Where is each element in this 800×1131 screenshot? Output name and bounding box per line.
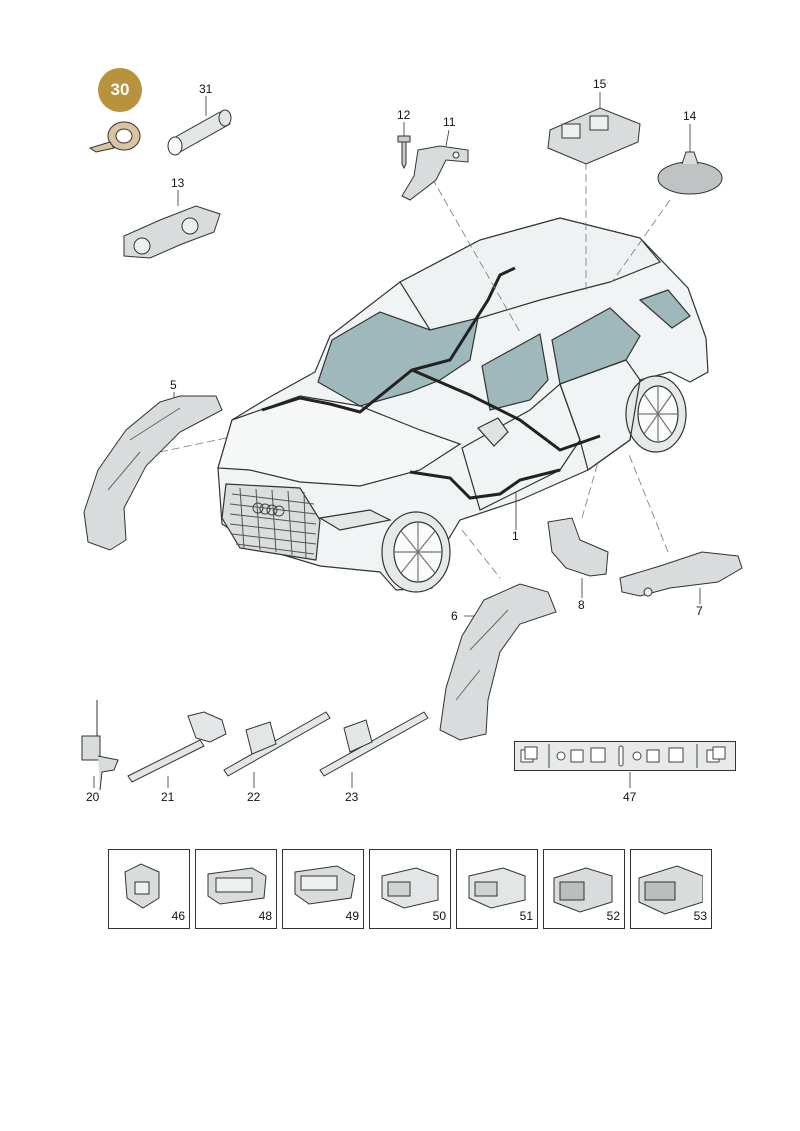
callout-47: 47 (623, 790, 637, 804)
callout-11: 11 (443, 115, 456, 129)
sleeve-tube-part (167, 109, 232, 156)
front-grille (221, 483, 321, 561)
tape-roll-part (88, 121, 141, 153)
connector-46-icon (124, 863, 160, 909)
front-wheel (381, 511, 451, 593)
connector-46: 46 (108, 849, 190, 929)
rear-wheel (625, 375, 687, 453)
connector-52: 52 (543, 849, 625, 929)
side-mirror (477, 417, 509, 447)
car-logo (252, 502, 285, 517)
connector-50-label: 50 (432, 909, 446, 923)
mounting-bracket-part (547, 517, 609, 577)
callout-12: 12 (397, 108, 411, 122)
connector-53-icon (638, 865, 703, 915)
cable-tie-clip-part-2 (319, 711, 429, 777)
connector-48: 48 (195, 849, 277, 929)
callout-15: 15 (593, 77, 607, 91)
callout-13: 13 (171, 176, 185, 190)
callout-1: 1 (512, 529, 519, 543)
side-window-rear (551, 307, 641, 385)
cable-channel-right-part (619, 551, 743, 597)
car-body (217, 217, 709, 591)
windshield (317, 311, 479, 407)
sensor-part (81, 700, 119, 791)
connector-50-icon (381, 867, 439, 909)
cable-channel-left-part (83, 395, 223, 551)
connector-51: 51 (456, 849, 538, 929)
callout-6: 6 (451, 609, 458, 623)
connector-52-icon (553, 867, 613, 913)
cable-tie-part (127, 711, 227, 783)
leader-lines (159, 162, 671, 579)
part-badge-30: 30 (98, 68, 142, 112)
car-illustration (217, 217, 709, 593)
wiring-harness (261, 266, 601, 500)
connector-49-icon (294, 865, 355, 905)
connector-strip: 46 48 49 50 (108, 849, 717, 929)
callout-7: 7 (696, 604, 703, 618)
connector-48-icon (207, 867, 267, 905)
connector-51-icon (468, 867, 526, 909)
connector-46-label: 46 (171, 909, 185, 923)
relay-holder-part (547, 107, 641, 165)
callout-23: 23 (345, 790, 359, 804)
connector-48-label: 48 (258, 909, 272, 923)
connector-53: 53 (630, 849, 712, 929)
screw-part (397, 135, 411, 170)
callout-14: 14 (683, 109, 697, 123)
connector-51-label: 51 (519, 909, 533, 923)
connector-50: 50 (369, 849, 451, 929)
connector-52-label: 52 (606, 909, 620, 923)
clip-holder-part (123, 205, 221, 259)
callout-5: 5 (170, 378, 177, 392)
wheelarch-liner-part (439, 583, 557, 741)
label-sticker-icons (520, 744, 726, 768)
callout-31: 31 (199, 82, 213, 96)
callout-8: 8 (578, 598, 585, 612)
callout-20: 20 (86, 790, 100, 804)
callout-22: 22 (247, 790, 261, 804)
connector-49: 49 (282, 849, 364, 929)
connector-53-label: 53 (693, 909, 707, 923)
connector-49-label: 49 (345, 909, 359, 923)
cable-tie-clip-part (223, 711, 331, 777)
label-sticker-47 (514, 741, 736, 771)
bracket-part (401, 145, 469, 201)
callout-21: 21 (161, 790, 175, 804)
grommet-part (657, 151, 723, 195)
